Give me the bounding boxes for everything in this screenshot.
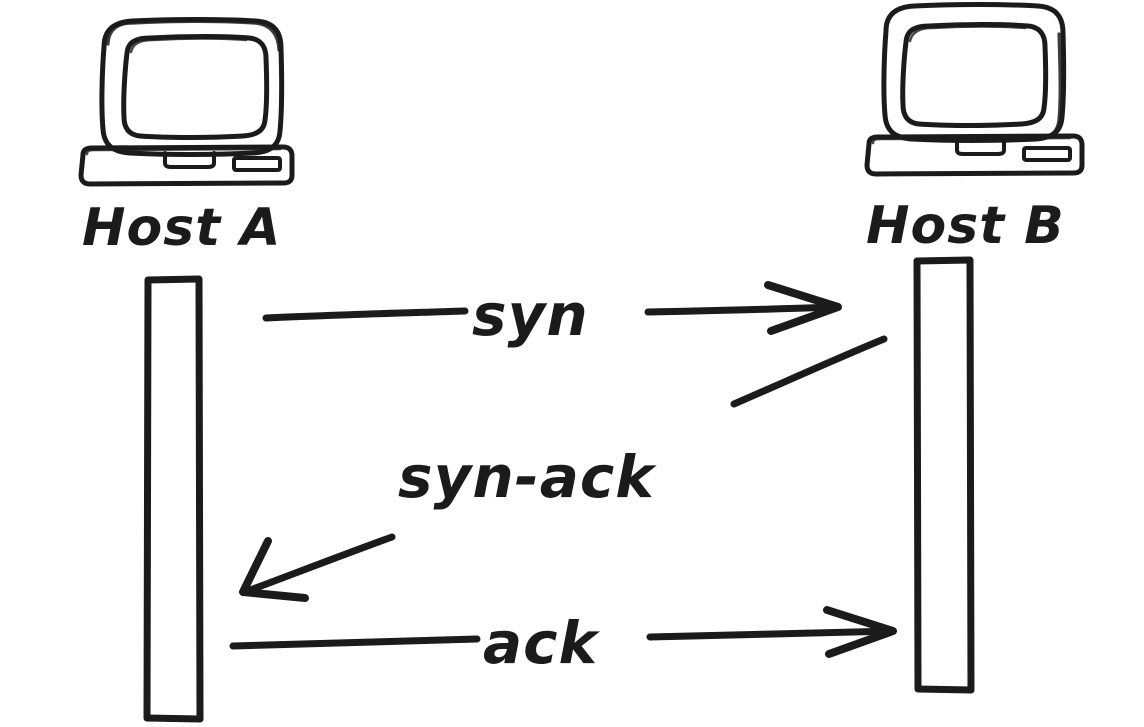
message-ack-label: ack: [483, 609, 601, 677]
message-syn-ack-arrow: [239, 335, 888, 602]
message-ack-arrow: [229, 606, 897, 658]
host-a-computer-icon: [78, 17, 295, 187]
host-a-label: Host A: [82, 198, 281, 258]
host-b-lifeline: [913, 256, 975, 694]
host-a-lifeline: [143, 275, 204, 723]
message-syn-label: syn: [472, 281, 589, 349]
host-b-label: Host B: [866, 196, 1065, 256]
message-syn-ack-label: syn-ack: [398, 443, 657, 511]
host-b-computer-icon: [864, 2, 1085, 177]
message-syn-arrow: [262, 281, 842, 335]
